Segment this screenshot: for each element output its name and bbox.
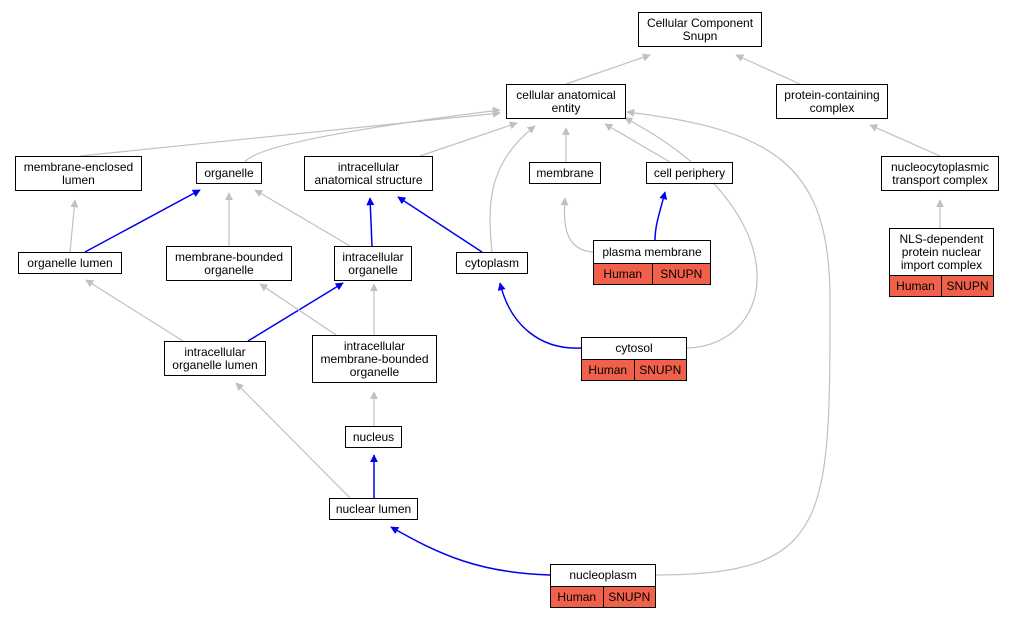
annotation-human: Human bbox=[557, 590, 597, 604]
node-pcc[interactable]: protein-containing complex bbox=[776, 84, 888, 119]
annotation-snupn: SNUPN bbox=[941, 276, 993, 296]
edge-orl-to-org bbox=[84, 189, 201, 253]
edge-org-to-cae bbox=[244, 106, 501, 163]
edge-cyt-to-cae bbox=[489, 125, 536, 253]
node-root[interactable]: Cellular Component Snupn bbox=[638, 12, 762, 47]
edge-nl-to-iol bbox=[235, 382, 351, 499]
edge-pcc-to-root bbox=[735, 54, 801, 85]
edge-np-to-nl bbox=[390, 526, 551, 576]
annotation-human: Human bbox=[896, 279, 935, 293]
annotation-row-np: Human SNUPN bbox=[550, 587, 656, 608]
edge-iol-to-orl bbox=[85, 279, 184, 342]
annotation-snupn: SNUPN bbox=[633, 360, 687, 380]
node-ias[interactable]: intracellular anatomical structure bbox=[304, 156, 433, 191]
node-cyt[interactable]: cytoplasm bbox=[456, 252, 528, 274]
node-nuc[interactable]: nucleus bbox=[345, 426, 402, 448]
edge-np-to-cae bbox=[626, 108, 831, 576]
node-cae[interactable]: cellular anatomical entity bbox=[506, 84, 626, 119]
edge-cytosol-to-cyt bbox=[497, 282, 582, 349]
edge-mel-to-cae bbox=[79, 109, 501, 157]
node-mem[interactable]: membrane bbox=[529, 162, 601, 184]
annotation-snupn: SNUPN bbox=[602, 587, 656, 607]
edge-cyt-to-ias bbox=[397, 196, 483, 253]
node-pm[interactable]: plasma membrane bbox=[593, 240, 711, 264]
annotation-row-pm: Human SNUPN bbox=[593, 264, 711, 285]
node-nct[interactable]: nucleocytoplasmic transport complex bbox=[881, 156, 999, 191]
node-cp[interactable]: cell periphery bbox=[646, 162, 733, 184]
edge-io-to-ias bbox=[366, 197, 375, 247]
edge-cp-to-cae bbox=[604, 123, 671, 163]
edge-cae-to-root bbox=[565, 53, 651, 85]
node-nls[interactable]: NLS-dependent protein nuclear import com… bbox=[889, 228, 994, 276]
node-iol[interactable]: intracellular organelle lumen bbox=[164, 341, 266, 376]
node-mbo[interactable]: membrane-bounded organelle bbox=[166, 246, 292, 281]
annotation-human: Human bbox=[603, 267, 643, 281]
node-orl[interactable]: organelle lumen bbox=[18, 252, 122, 274]
edge-iol-to-io bbox=[247, 282, 344, 342]
annotation-snupn: SNUPN bbox=[651, 264, 711, 284]
edge-pm-to-mem bbox=[560, 197, 594, 253]
node-org[interactable]: organelle bbox=[196, 162, 262, 184]
annotation-row-cytosol: Human SNUPN bbox=[581, 360, 687, 381]
node-cytosol[interactable]: cytosol bbox=[581, 337, 687, 360]
annotation-row-nls: Human SNUPN bbox=[889, 276, 994, 297]
edge-pm-to-cp bbox=[654, 191, 668, 241]
edge-nct-to-pcc bbox=[869, 124, 941, 157]
edge-io-to-org bbox=[254, 189, 351, 247]
node-imbo[interactable]: intracellular membrane-bounded organelle bbox=[312, 335, 437, 383]
node-nl[interactable]: nuclear lumen bbox=[329, 498, 418, 520]
edge-cytosol-to-cae bbox=[624, 117, 758, 349]
node-np[interactable]: nucleoplasm bbox=[550, 564, 656, 587]
annotation-human: Human bbox=[588, 363, 628, 377]
edge-ias-to-cae bbox=[419, 121, 518, 157]
edge-orl-to-mel bbox=[69, 199, 79, 253]
edge-imbo-to-mbo bbox=[259, 283, 337, 336]
node-mel[interactable]: membrane-enclosed lumen bbox=[15, 156, 142, 191]
node-io[interactable]: intracellular organelle bbox=[334, 246, 412, 281]
